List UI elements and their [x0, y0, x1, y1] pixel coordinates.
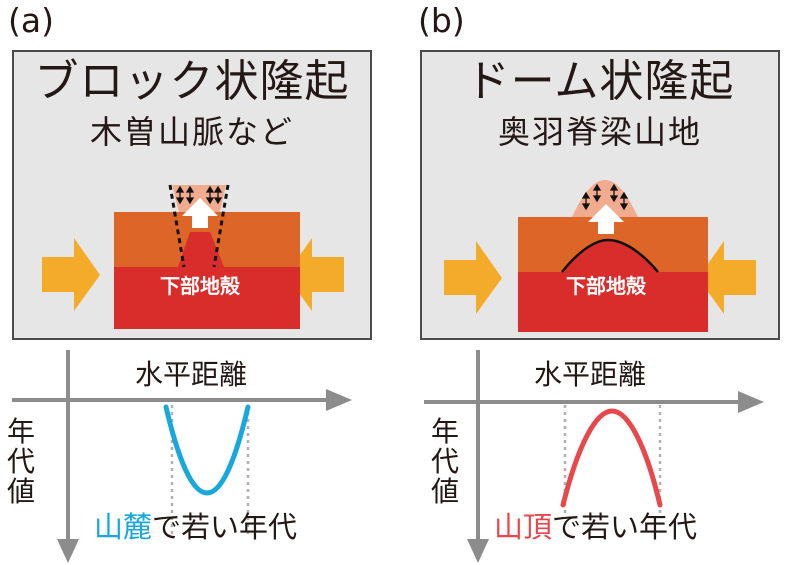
caption-rest: で若い年代	[152, 510, 298, 544]
dome-uplift-box: ドーム状隆起 奥羽脊梁山地	[420, 50, 780, 340]
compression-arrow-right	[698, 241, 756, 314]
age-graph-a: 水平距離 年 代 値 山麓で若い年代	[0, 345, 370, 565]
caption-highlight: 山頂	[494, 510, 553, 544]
panel-letter-b: (b)	[418, 1, 465, 40]
panel-title: ドーム状隆起	[465, 56, 735, 107]
y-axis-arrowhead	[467, 539, 489, 563]
lower-crust-dome	[562, 240, 658, 272]
x-axis-label: 水平距離	[534, 358, 647, 391]
age-curve	[163, 404, 251, 496]
age-graph-axes	[12, 350, 352, 563]
y-axis-char: 値	[6, 475, 35, 509]
erosion-arrows	[581, 183, 629, 211]
dome-cap	[572, 180, 638, 217]
uplifted-block	[178, 232, 224, 267]
lower-crust-label: 下部地殻	[160, 274, 240, 298]
compression-arrow-right	[286, 238, 344, 311]
y-axis-char: 年	[6, 415, 35, 448]
age-graph-axes	[424, 350, 764, 563]
y-axis-label: 年 代 値	[4, 415, 38, 509]
panel-subtitle: 奥羽脊梁山地	[497, 113, 702, 151]
y-axis-arrowhead	[57, 539, 79, 563]
age-curve	[560, 408, 663, 508]
uplift-arrow	[588, 204, 624, 234]
block-uplift-diagram	[42, 184, 344, 329]
compression-arrow-left	[444, 241, 502, 314]
x-axis-label: 水平距離	[135, 358, 248, 391]
caption-rest: で若い年代	[552, 510, 698, 544]
lower-crust	[114, 267, 300, 329]
y-axis-char: 値	[430, 475, 459, 509]
y-axis-char: 代	[6, 445, 35, 479]
panel-title: ブロック状隆起	[34, 56, 350, 107]
fault-line-right	[212, 184, 230, 268]
fault-line-left	[168, 184, 186, 268]
x-axis-arrowhead	[326, 389, 352, 411]
lower-crust	[518, 272, 708, 332]
compression-arrow-left	[42, 238, 100, 311]
panel-letter-a: (a)	[8, 1, 54, 40]
y-axis-char: 代	[430, 445, 459, 479]
y-axis-char: 年	[430, 415, 459, 448]
graph-caption: 山頂で若い年代	[494, 513, 697, 542]
erosion-arrows	[175, 185, 223, 205]
dome-uplift-diagram	[444, 180, 756, 332]
graph-caption: 山麓で若い年代	[94, 513, 297, 542]
x-axis-arrowhead	[738, 391, 764, 413]
caption-highlight: 山麓	[94, 510, 153, 544]
y-axis-label: 年 代 値	[428, 415, 462, 509]
block-uplift-box: ブロック状隆起 木曽山脈など	[12, 50, 372, 340]
uplift-arrow	[182, 198, 218, 228]
dome-boundary-line	[561, 238, 659, 273]
panel-subtitle: 木曽山脈など	[89, 113, 294, 151]
lower-crust-label: 下部地殻	[566, 274, 646, 298]
age-graph-b: 水平距離 年 代 値 山頂で若い年代	[410, 345, 780, 565]
